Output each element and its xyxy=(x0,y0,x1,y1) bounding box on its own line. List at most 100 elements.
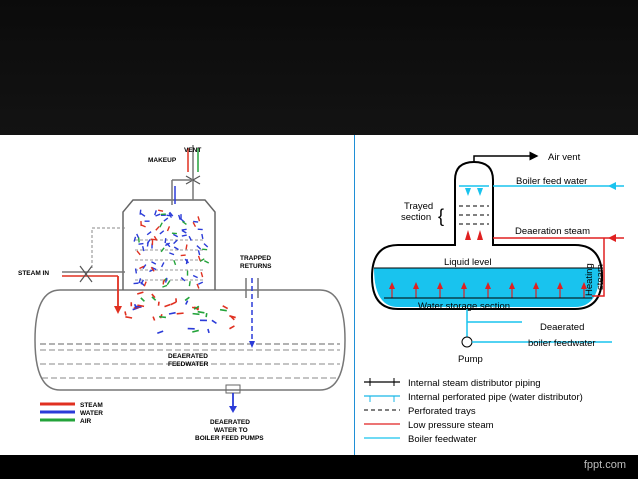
spray-mark xyxy=(138,278,142,284)
spray-mark xyxy=(180,277,186,282)
spray-mark xyxy=(137,237,140,243)
spray-marks xyxy=(124,209,236,335)
spray-mark xyxy=(188,235,192,241)
spray-mark xyxy=(197,281,204,285)
trapped-returns-piping xyxy=(245,278,259,348)
drum-flow-mark xyxy=(134,305,142,308)
vent-makeup-piping xyxy=(171,145,201,205)
spray-mark xyxy=(166,242,171,248)
storage-steam-arrow-head xyxy=(485,282,491,289)
steam-inlet-piping xyxy=(62,227,125,314)
spray-mark xyxy=(138,242,144,245)
spray-mark xyxy=(197,250,201,256)
spray-mark xyxy=(146,231,152,236)
storage-steam-arrow-head xyxy=(389,282,395,289)
drum-flow-mark xyxy=(168,311,176,315)
perforated-trays xyxy=(459,205,489,225)
pump-icon xyxy=(461,336,473,348)
spray-mark xyxy=(163,217,169,222)
spray-mark xyxy=(180,254,186,257)
legend-steam-distributor: Internal steam distributor piping xyxy=(408,378,541,389)
legend-water-distributor: Internal perforated pipe (water distribu… xyxy=(408,392,583,403)
drum-flow-mark xyxy=(137,304,145,308)
spray-mark xyxy=(181,220,187,225)
spray-mark xyxy=(161,262,165,268)
drum-flow-mark xyxy=(152,316,156,321)
to-pumps-label-2: WATER TO xyxy=(214,427,248,434)
drum-flow-mark xyxy=(229,325,235,330)
spray-mark xyxy=(169,211,174,217)
legend-steam: STEAM xyxy=(80,402,103,409)
returns-label: RETURNS xyxy=(240,263,272,270)
spray-mark xyxy=(173,239,178,245)
drum-flow-mark xyxy=(229,315,236,319)
spray-mark xyxy=(164,238,167,244)
to-pumps-label-1: DEAERATED xyxy=(210,419,250,426)
spray-mark xyxy=(159,222,163,228)
storage-steam-arrow-head xyxy=(437,282,443,289)
legend-low-pressure-steam: Low pressure steam xyxy=(408,420,494,431)
spray-mark xyxy=(134,268,138,274)
deaerated-label: Deaerated xyxy=(540,322,584,333)
spray-mark xyxy=(192,274,198,279)
legend-air: AIR xyxy=(80,418,92,425)
makeup-label: MAKEUP xyxy=(148,157,177,164)
drum-flow-mark xyxy=(125,315,133,319)
spray-mark xyxy=(181,234,187,237)
footer-bar xyxy=(0,455,638,479)
spray-mark xyxy=(150,238,156,241)
panel-divider xyxy=(354,135,355,455)
spray-mark xyxy=(169,252,175,256)
spray-mark xyxy=(154,210,157,216)
legend-water: WATER xyxy=(80,410,103,417)
boiler-feedwater-label: boiler feedwater xyxy=(528,338,596,349)
spray-mark xyxy=(168,212,173,218)
drum-flow-mark xyxy=(193,305,200,310)
to-pumps-label-3: BOILER FEED PUMPS xyxy=(195,435,264,442)
drum-flow-mark xyxy=(151,293,156,299)
spray-mark xyxy=(204,260,210,264)
vent-label: VENT xyxy=(184,147,201,154)
storage-steam-arrow-head xyxy=(461,282,467,289)
trayed-label: Trayed xyxy=(404,201,433,212)
drum-flow-mark xyxy=(136,291,144,295)
spray-mark xyxy=(160,247,165,253)
storage-steam-arrow-head xyxy=(557,282,563,289)
spray-mark xyxy=(158,209,164,212)
spray-mark xyxy=(136,250,141,256)
drum-flow-mark xyxy=(192,329,199,333)
spray-mark xyxy=(162,279,165,285)
spray-mark xyxy=(200,272,204,278)
drum-flow-mark xyxy=(185,300,189,305)
spray-mark xyxy=(172,233,179,238)
spray-mark xyxy=(140,224,146,228)
spray-mark xyxy=(196,283,200,289)
spray-mark xyxy=(197,216,201,222)
spray-mark xyxy=(155,226,160,231)
spray-mark xyxy=(141,246,145,252)
drum-flow-mark xyxy=(176,312,184,315)
drum-flow-mark xyxy=(164,303,171,308)
tray-column xyxy=(122,199,216,290)
storage-steam-arrow-head xyxy=(533,282,539,289)
spray-mark xyxy=(180,218,185,223)
legend-boiler-feedwater: Boiler feedwater xyxy=(408,434,477,445)
right-legend: Internal steam distributor piping Intern… xyxy=(364,378,583,445)
storage-steam-arrow-head xyxy=(581,282,587,289)
spray-mark xyxy=(164,277,168,283)
storage-steam-arrows xyxy=(389,282,587,298)
brand-label: fppt.com xyxy=(583,459,626,471)
deaerated-feedwater-label-1: DEAERATED xyxy=(168,353,208,360)
spray-mark xyxy=(178,214,181,220)
drum-flow-mark xyxy=(192,312,200,316)
spray-mark xyxy=(197,255,201,261)
drum-flow-mark xyxy=(197,310,205,314)
spray-mark xyxy=(184,258,190,264)
liquid-level-label: Liquid level xyxy=(444,257,492,268)
section-label: section xyxy=(401,212,431,223)
spray-mark xyxy=(188,281,191,287)
drum-flow-mark xyxy=(222,305,229,310)
left-legend: STEAM WATER AIR xyxy=(40,402,103,425)
trayed-brace: { xyxy=(438,206,444,226)
